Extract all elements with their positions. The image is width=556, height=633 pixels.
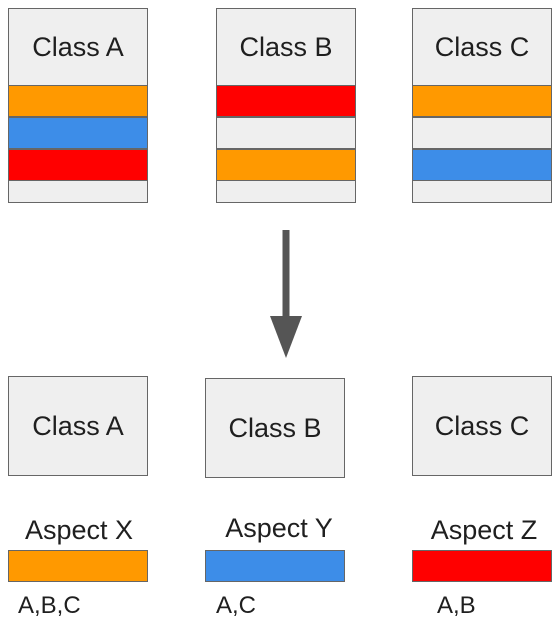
aspect-x-label: Aspect X [24, 515, 134, 545]
bottom-class-c-box: Class C [412, 376, 552, 476]
aspect-x-bar [8, 550, 148, 582]
top-class-c-stripe-2 [413, 117, 551, 149]
top-class-c-stripe-1 [413, 85, 551, 117]
top-class-b-stripe-1 [217, 85, 355, 117]
top-class-a-title: Class A [32, 31, 124, 62]
aspect-y-classes: A,C [216, 592, 257, 619]
aspect-z-classes: A,B [437, 592, 476, 619]
down-arrow-icon [270, 230, 302, 358]
top-class-c-stripe-3 [413, 149, 551, 181]
aspect-z-bar [412, 550, 552, 582]
top-class-c-title: Class C [434, 31, 530, 62]
top-class-b-box: Class B [216, 8, 356, 203]
top-class-b-title: Class B [239, 31, 333, 62]
top-class-a-box: Class A [8, 8, 148, 203]
top-class-b-stripe-2 [217, 117, 355, 149]
top-class-a-stripe-2 [9, 117, 147, 149]
aspect-y-label: Aspect Y [225, 513, 333, 543]
bottom-class-b-box: Class B [205, 378, 345, 478]
aspect-x-classes: A,B,C [18, 592, 81, 619]
top-class-a-stripe-1 [9, 85, 147, 117]
aspect-z-label: Aspect Z [430, 515, 538, 545]
bottom-class-a-box: Class A [8, 376, 148, 476]
aspect-y-bar [205, 550, 345, 582]
top-class-b-stripe-3 [217, 149, 355, 181]
top-class-a-stripe-3 [9, 149, 147, 181]
top-class-c-box: Class C [412, 8, 552, 203]
